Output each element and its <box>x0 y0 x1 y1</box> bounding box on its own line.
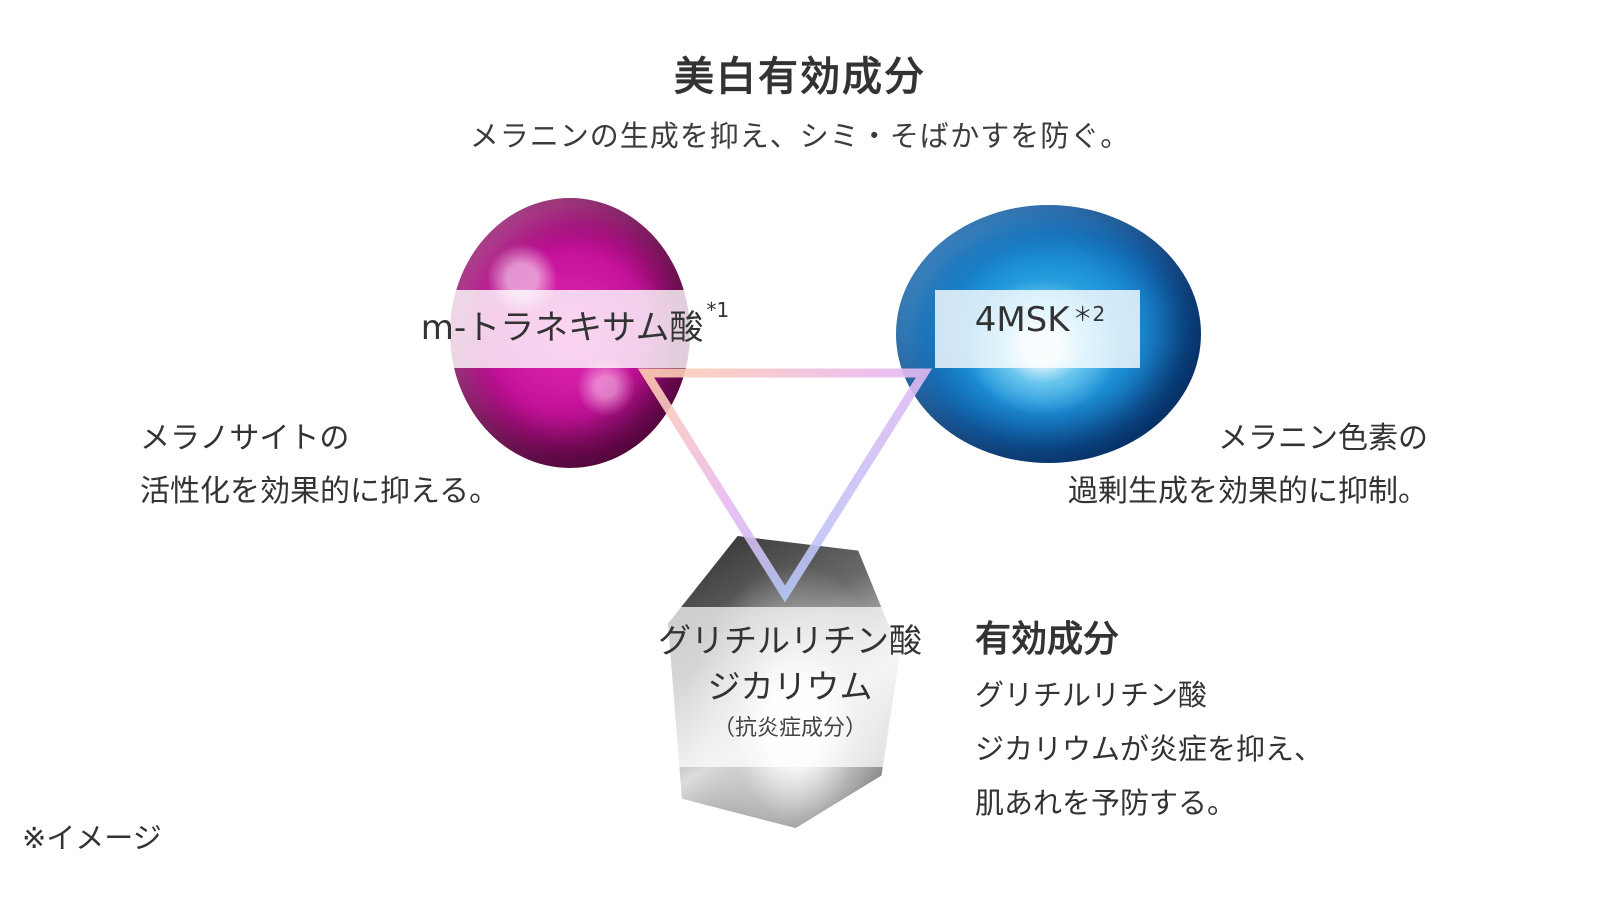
m-tranexamic-name: m-トラネキサム酸 <box>420 308 704 348</box>
glycyrrhizinate-name-line-1: グリチルリチン酸 <box>658 621 922 660</box>
active-ingredient-line: 肌あれを予防する。 <box>975 786 1237 820</box>
main-title: 美白有効成分 <box>674 54 926 100</box>
pink-label-band <box>410 290 735 368</box>
anti-inflammatory-note: （抗炎症成分） <box>712 716 867 741</box>
blue-label-band <box>935 290 1140 368</box>
active-ingredient-body: グリチルリチン酸 ジカリウムが炎症を抑え、 肌あれを予防する。 <box>975 668 1323 830</box>
active-ingredient-title: 有効成分 <box>975 619 1120 660</box>
glycyrrhizinate-name-line-2: ジカリウム <box>707 667 873 706</box>
crystal-label-band <box>648 607 938 767</box>
description-line: 活性化を効果的に抑える。 <box>140 474 500 509</box>
m-tranexamic-description: メラノサイトの 活性化を効果的に抑える。 <box>140 412 499 518</box>
4msk-name: 4MSK <box>974 300 1070 340</box>
m-tranexamic-label: m-トラネキサム酸*1 <box>410 298 740 349</box>
4msk-label: 4MSK＊2 <box>935 300 1145 340</box>
glycyrrhizinate-label: グリチルリチン酸 ジカリウム <box>640 618 940 710</box>
4msk-description: メラニン色素の 過剰生成を効果的に抑制。 <box>1000 412 1428 518</box>
description-line: メラノサイトの <box>140 421 350 456</box>
active-ingredient-line: グリチルリチン酸 <box>975 678 1208 712</box>
footnote-mark-2: ＊2 <box>1072 302 1106 326</box>
description-line: メラニン色素の <box>1218 421 1428 456</box>
active-ingredient-line: ジカリウムが炎症を抑え、 <box>975 732 1324 766</box>
image-note: ※イメージ <box>22 821 162 855</box>
description-line: 過剰生成を効果的に抑制。 <box>1068 474 1428 509</box>
subtitle: メラニンの生成を抑え、シミ・そばかすを防ぐ。 <box>469 119 1131 153</box>
footnote-mark-1: *1 <box>706 298 730 322</box>
